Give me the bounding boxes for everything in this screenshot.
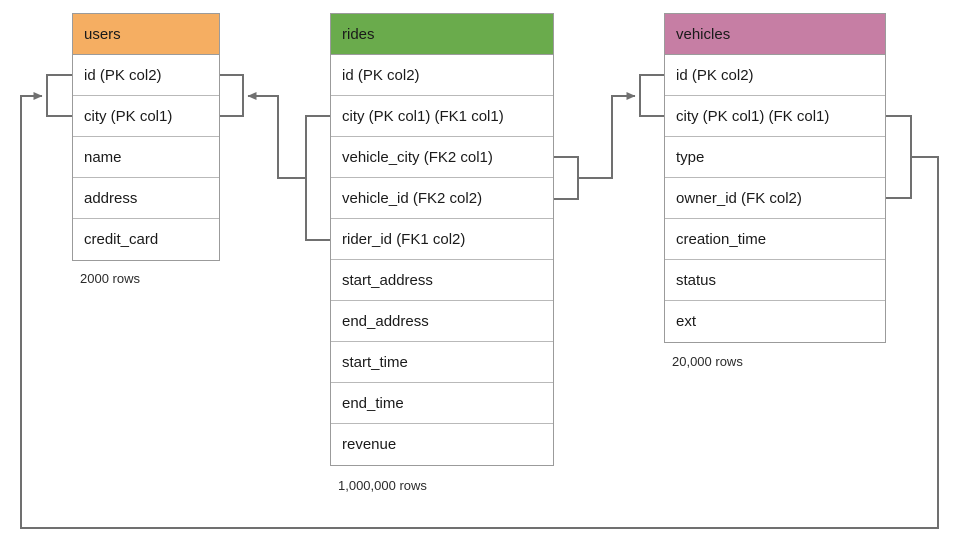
users-right-bracket — [220, 74, 244, 117]
attribute-row[interactable]: credit_card — [73, 219, 219, 260]
rides-right-bracket — [554, 156, 579, 200]
entity-vehicles[interactable]: vehicles id (PK col2) city (PK col1) (FK… — [664, 13, 886, 343]
rides-row-count: 1,000,000 rows — [338, 478, 427, 493]
attribute-row[interactable]: end_address — [331, 301, 553, 342]
vehicles-left-bracket — [639, 74, 664, 117]
attribute-row[interactable]: end_time — [331, 383, 553, 424]
attribute-row[interactable]: start_address — [331, 260, 553, 301]
attribute-row[interactable]: city (PK col1) (FK1 col1) — [331, 96, 553, 137]
attribute-row[interactable]: vehicle_city (FK2 col1) — [331, 137, 553, 178]
attribute-row[interactable]: city (PK col1) — [73, 96, 219, 137]
users-left-bracket — [46, 74, 72, 117]
attribute-row[interactable]: id (PK col2) — [665, 55, 885, 96]
entity-users-title: users — [73, 14, 219, 55]
attribute-row[interactable]: ext — [665, 301, 885, 342]
attribute-row[interactable]: revenue — [331, 424, 553, 465]
attribute-row[interactable]: type — [665, 137, 885, 178]
entity-rides-title: rides — [331, 14, 553, 55]
attribute-row[interactable]: city (PK col1) (FK col1) — [665, 96, 885, 137]
attribute-row[interactable]: id (PK col2) — [73, 55, 219, 96]
attribute-row[interactable]: name — [73, 137, 219, 178]
attribute-row[interactable]: address — [73, 178, 219, 219]
attribute-row[interactable]: creation_time — [665, 219, 885, 260]
attribute-row[interactable]: vehicle_id (FK2 col2) — [331, 178, 553, 219]
attribute-row[interactable]: start_time — [331, 342, 553, 383]
entity-vehicles-title: vehicles — [665, 14, 885, 55]
entity-users[interactable]: users id (PK col2) city (PK col1) name a… — [72, 13, 220, 261]
attribute-row[interactable]: rider_id (FK1 col2) — [331, 219, 553, 260]
vehicles-right-bracket — [886, 115, 912, 199]
rides-left-bracket — [305, 115, 330, 241]
users-row-count: 2000 rows — [80, 271, 140, 286]
edge-rides-fk1-users — [247, 92, 306, 179]
attribute-row[interactable]: status — [665, 260, 885, 301]
attribute-row[interactable]: owner_id (FK col2) — [665, 178, 885, 219]
edge-rides-fk2-vehicles — [578, 92, 636, 179]
attribute-row[interactable]: id (PK col2) — [331, 55, 553, 96]
vehicles-row-count: 20,000 rows — [672, 354, 743, 369]
entity-rides[interactable]: rides id (PK col2) city (PK col1) (FK1 c… — [330, 13, 554, 466]
